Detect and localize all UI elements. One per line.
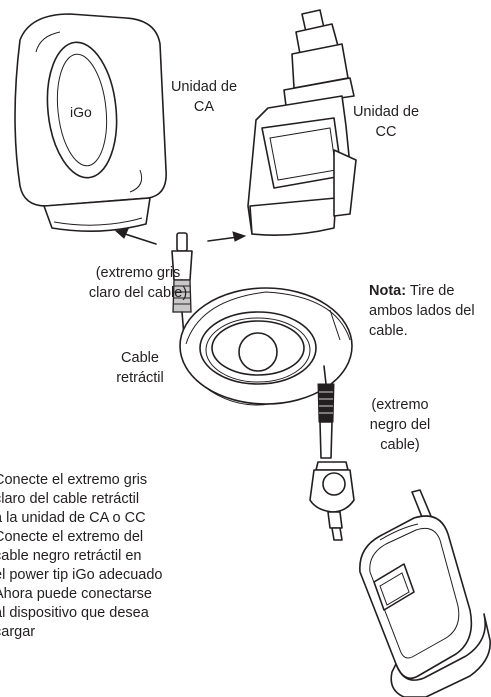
instruction-line: al dispositivo que desea [0,605,149,621]
instructions: Conecte el extremo gris claro del cable … [0,471,224,642]
cable-label: Cable retráctil [116,350,164,386]
instruction-line: el power tip iGo adecuado [0,567,163,583]
gray-end-plug-illustration [171,232,193,337]
instruction-line: Conecte el extremo gris [0,472,148,488]
note-text: Tire de ambos lados del cable. [369,283,475,339]
cell-phone-illustration [359,489,491,697]
instruction-line: cargar [0,624,36,640]
power-tip-illustration [309,461,355,541]
igo-logo: iGo [70,104,92,120]
ac-adapter-illustration: iGo [14,13,167,232]
retractable-reel-illustration [179,287,353,406]
black-end-label: (extremo negro del cable) [369,397,431,453]
note-label: Nota: Tire de ambos lados del cable. [369,281,489,341]
ac-unit-label: Unidad de CA [170,79,238,115]
dc-unit-label: Unidad de CC [352,104,420,140]
instruction-line: Ahora puede conectarse [0,586,152,602]
instruction-line: claro del cable retráctil [0,491,140,507]
note-bold: Nota: [369,283,407,299]
black-end-plug-illustration [317,365,335,459]
direction-arrows [114,228,247,245]
dc-adapter-illustration [247,9,357,236]
instruction-line: a la unidad de CA o CC [0,510,146,526]
instruction-line: cable negro retráctil en [0,548,142,564]
instruction-line: Conecte el extremo del [0,529,144,545]
gray-end-label: (extremo gris claro del cable) [88,265,188,301]
